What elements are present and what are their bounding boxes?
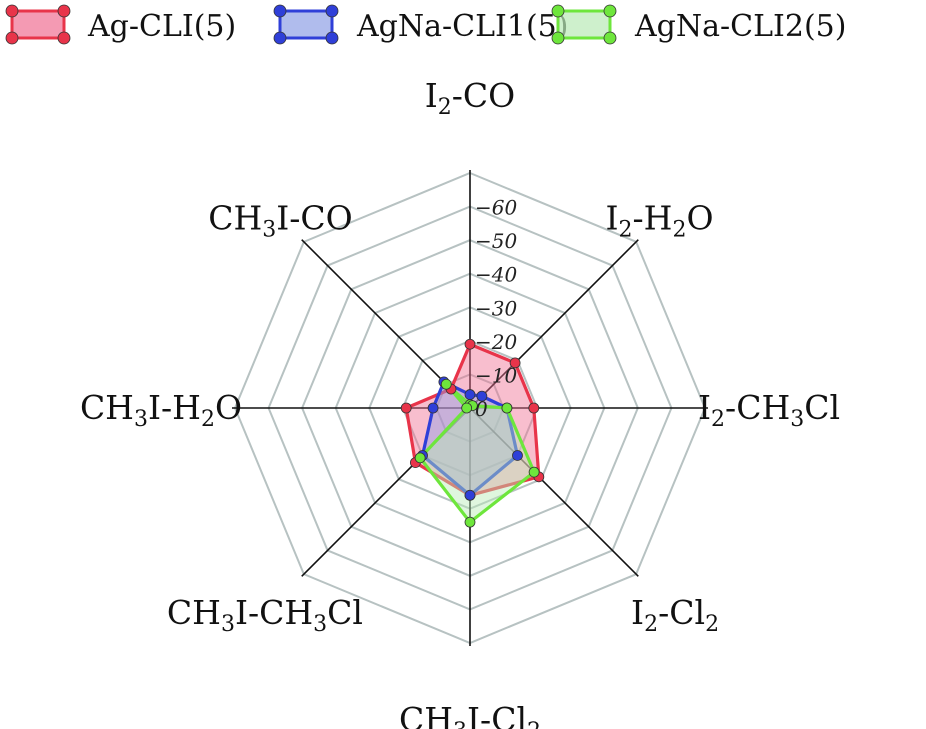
tick-label: −10 [475, 363, 517, 387]
series-point [464, 389, 476, 400]
series-point [464, 338, 476, 350]
legend-marker [5, 4, 19, 18]
legend-marker [5, 31, 19, 45]
legend-label: Ag-CLI(5) [87, 9, 236, 44]
series-point [461, 402, 473, 414]
tick-label: −30 [475, 296, 517, 320]
legend-label: AgNa-CLI1(5) [356, 9, 568, 44]
legend-marker [603, 31, 617, 45]
series-point [400, 402, 412, 414]
tick-label: −60 [475, 196, 517, 220]
legend-marker [551, 4, 565, 18]
series-layer [400, 338, 545, 528]
tick-labels: 0 −10 −20 −30 −40 −50 −60 [475, 196, 517, 421]
legend-marker [551, 31, 565, 45]
axis-label: I2-CH3Cl [698, 388, 840, 432]
legend-swatch [278, 9, 334, 40]
series-point [501, 402, 513, 414]
series-point [528, 466, 540, 478]
series-point [464, 489, 476, 501]
legend-marker [325, 4, 339, 18]
legend-swatch [10, 9, 66, 40]
legend-marker [57, 31, 71, 45]
series-point [528, 402, 540, 414]
series-point [427, 402, 439, 414]
axis-spoke [469, 407, 639, 577]
series-point [440, 378, 452, 390]
tick-label: 0 [475, 397, 488, 421]
legend-marker [273, 31, 287, 45]
axis-label: CH3I-CH3Cl [167, 593, 363, 637]
legend-marker [603, 4, 617, 18]
axis-spoke [469, 239, 639, 409]
axis-label: I2-H2O [605, 198, 713, 242]
legend-label: AgNa-CLI2(5) [634, 9, 846, 44]
series-point [464, 516, 476, 528]
legend-marker [273, 4, 287, 18]
axis-label: I2-Cl2 [631, 593, 719, 637]
tick-label: −40 [475, 263, 517, 287]
legend-marker [325, 31, 339, 45]
tick-label: −20 [475, 330, 517, 354]
axis-label: I2-CO [425, 76, 516, 120]
series-point [509, 357, 521, 369]
series-point [414, 452, 426, 464]
tick-label: −50 [475, 229, 517, 253]
axis-label: CH3I-Cl2 [399, 700, 541, 729]
series-point [476, 390, 488, 402]
legend-swatch [556, 9, 612, 40]
series-point [512, 450, 523, 461]
legend: Ag-CLI(5) AgNa-CLI1(5) AgNa-CLI2(5) [5, 4, 846, 45]
radar-grid [232, 170, 708, 646]
legend-marker [57, 4, 71, 18]
axis-label: CH3I-H2O [80, 388, 242, 432]
axis-label: CH3I-CO [208, 198, 353, 242]
